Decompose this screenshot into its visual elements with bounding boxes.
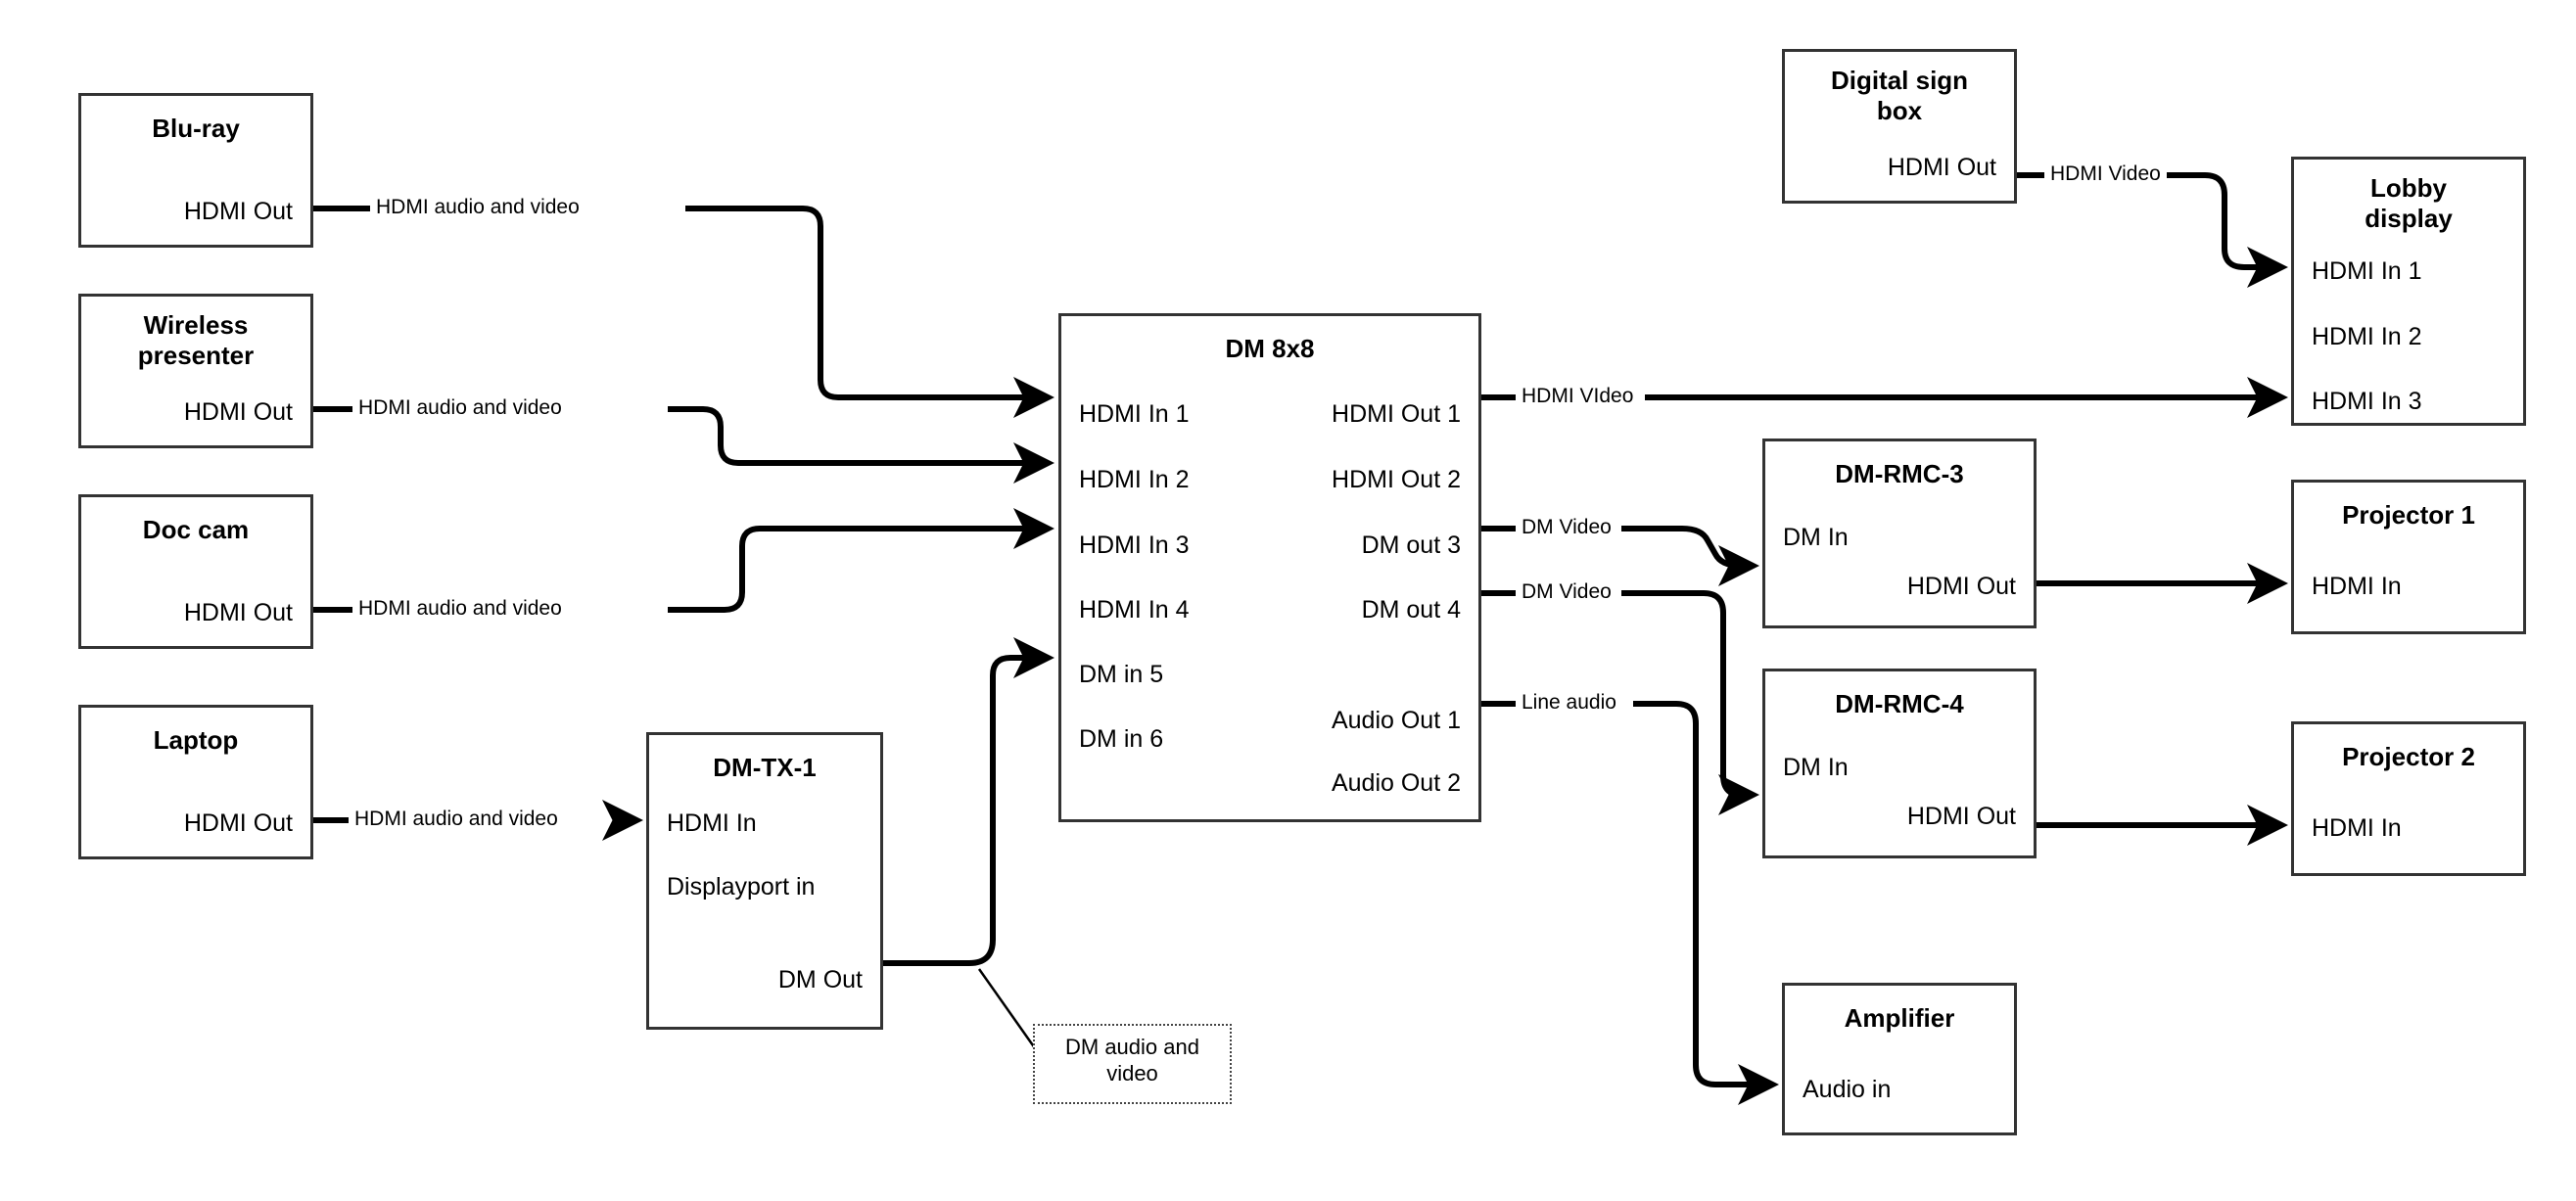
node-title-line1: Lobby <box>2370 173 2447 203</box>
node-projector-1[interactable]: Projector 1 HDMI In <box>2291 480 2526 634</box>
callout-line2: video <box>1106 1061 1158 1086</box>
port-audio-out-2[interactable]: Audio Out 2 <box>1331 769 1461 797</box>
wire-bluray-to-dm-in1 <box>313 206 1054 418</box>
port-displayport-in[interactable]: Displayport in <box>667 873 816 901</box>
port-dm-in-6[interactable]: DM in 6 <box>1079 725 1164 753</box>
port-hdmi-in-1[interactable]: HDMI In 1 <box>2312 257 2422 285</box>
node-title: Projector 1 <box>2342 500 2475 530</box>
node-digital-sign-box[interactable]: Digital sign box HDMI Out <box>1782 49 2017 204</box>
node-title: Laptop <box>153 725 239 755</box>
node-blu-ray[interactable]: Blu-ray HDMI Out <box>78 93 313 248</box>
port-hdmi-out[interactable]: HDMI Out <box>183 599 293 626</box>
wire-label-dm-hdmiout1-to-lobby: HDMI VIdeo <box>1516 385 1640 408</box>
port-hdmi-in-2[interactable]: HDMI In 2 <box>2312 323 2422 350</box>
callout-line1: DM audio and <box>1065 1035 1199 1059</box>
node-title: Doc cam <box>142 515 250 544</box>
port-dm-in[interactable]: DM In <box>1783 524 1849 551</box>
wire-label-dm-audioout1-to-amp: Line audio <box>1516 691 1622 715</box>
node-laptop[interactable]: Laptop HDMI Out <box>78 705 313 859</box>
port-hdmi-out-2[interactable]: HDMI Out 2 <box>1332 466 1461 493</box>
port-dm-in-5[interactable]: DM in 5 <box>1079 661 1164 688</box>
node-title: Projector 2 <box>2342 742 2475 771</box>
port-hdmi-in-4[interactable]: HDMI In 4 <box>1079 596 1190 624</box>
port-hdmi-out[interactable]: HDMI Out <box>183 198 293 225</box>
port-hdmi-in-3[interactable]: HDMI In 3 <box>1079 531 1190 559</box>
port-audio-out-1[interactable]: Audio Out 1 <box>1331 707 1461 734</box>
node-title-line2: box <box>1876 96 1923 125</box>
node-wireless-presenter[interactable]: Wireless presenter HDMI Out <box>78 294 313 448</box>
wire-dm-audioout1-to-amp <box>1481 701 1779 1105</box>
port-hdmi-in[interactable]: HDMI In <box>667 809 757 837</box>
port-dm-out-4[interactable]: DM out 4 <box>1361 596 1461 624</box>
wire-label-laptop-to-dmtx: HDMI audio and video <box>349 808 564 831</box>
port-hdmi-in-2[interactable]: HDMI In 2 <box>1079 466 1190 493</box>
node-title: DM-TX-1 <box>713 753 817 782</box>
node-dm-rmc-4[interactable]: DM-RMC-4 DM In HDMI Out <box>1762 669 2037 858</box>
wire-label-signbox-to-lobby: HDMI Video <box>2044 162 2167 186</box>
callout-dm-audio-and-video: DM audio and video <box>1033 1024 1232 1104</box>
node-title: DM 8x8 <box>1225 334 1315 363</box>
node-title: Amplifier <box>1844 1003 1955 1033</box>
port-hdmi-out[interactable]: HDMI Out <box>1906 803 2016 830</box>
port-hdmi-in-3[interactable]: HDMI In 3 <box>2312 388 2422 415</box>
port-hdmi-in[interactable]: HDMI In <box>2312 573 2402 600</box>
wire-signbox-to-lobby-in1 <box>2017 172 2288 288</box>
port-hdmi-out[interactable]: HDMI Out <box>1887 154 1996 181</box>
node-lobby-display[interactable]: Lobby display HDMI In 1 HDMI In 2 HDMI I… <box>2291 157 2526 426</box>
node-title: DM-RMC-3 <box>1835 459 1964 488</box>
wire-label-doccam-to-dm-in3: HDMI audio and video <box>352 597 568 621</box>
port-hdmi-out-1[interactable]: HDMI Out 1 <box>1332 400 1461 428</box>
wire-label-dm-out3-to-rmc3: DM Video <box>1516 516 1617 539</box>
node-title: DM-RMC-4 <box>1835 689 1964 718</box>
wire-label-bluray-to-dm-in1: HDMI audio and video <box>370 196 585 219</box>
wire-label-wireless-to-dm-in2: HDMI audio and video <box>352 396 568 420</box>
port-hdmi-out[interactable]: HDMI Out <box>183 809 293 837</box>
wire-label-dm-out4-to-rmc4: DM Video <box>1516 580 1617 604</box>
port-hdmi-out[interactable]: HDMI Out <box>183 398 293 426</box>
node-title: Blu-ray <box>152 114 240 143</box>
node-dm-8x8[interactable]: DM 8x8 HDMI In 1 HDMI In 2 HDMI In 3 HDM… <box>1058 313 1481 822</box>
node-title-line2: presenter <box>137 341 255 370</box>
port-dm-in[interactable]: DM In <box>1783 754 1849 781</box>
node-title-line2: display <box>2365 204 2453 233</box>
node-title-line1: Wireless <box>143 310 249 340</box>
port-hdmi-in-1[interactable]: HDMI In 1 <box>1079 400 1190 428</box>
node-amplifier[interactable]: Amplifier Audio in <box>1782 983 2017 1135</box>
node-dm-tx-1[interactable]: DM-TX-1 HDMI In Displayport in DM Out <box>646 732 883 1030</box>
wire-dmtx-to-dm-in5 <box>883 637 1054 1056</box>
port-hdmi-out[interactable]: HDMI Out <box>1906 573 2016 600</box>
node-doc-cam[interactable]: Doc cam HDMI Out <box>78 494 313 649</box>
port-dm-out-3[interactable]: DM out 3 <box>1361 531 1461 559</box>
node-title-line1: Digital sign <box>1830 66 1969 95</box>
port-hdmi-in[interactable]: HDMI In <box>2312 814 2402 842</box>
port-dm-out[interactable]: DM Out <box>777 966 863 993</box>
port-audio-in[interactable]: Audio in <box>1803 1076 1892 1103</box>
node-projector-2[interactable]: Projector 2 HDMI In <box>2291 721 2526 876</box>
node-dm-rmc-3[interactable]: DM-RMC-3 DM In HDMI Out <box>1762 439 2037 628</box>
